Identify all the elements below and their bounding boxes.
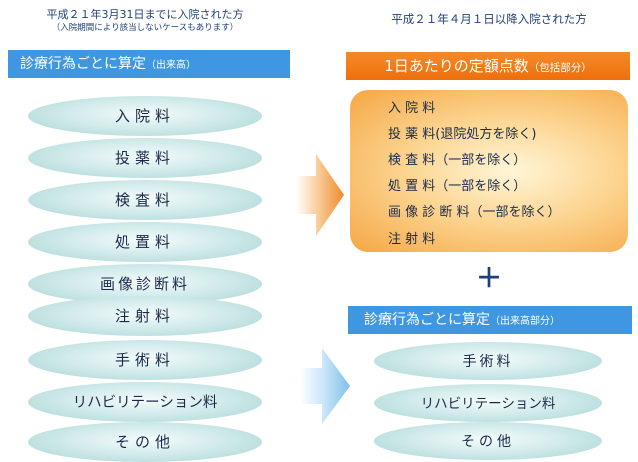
left-item-1-label: 入院料 <box>114 107 175 125</box>
left-caption: 平成２１年3月31日までに入院された方 <box>46 8 244 21</box>
left-item-2: 投薬料 <box>28 138 262 178</box>
left-item-4: 処置料 <box>28 222 262 262</box>
left-header-main: 診療行為ごとに算定 <box>20 56 146 72</box>
left-item-8-label: リハビリテーション料 <box>72 395 218 411</box>
fixed-header-main: 1日あたりの定額点数 <box>384 57 529 75</box>
perf-item-2: リハビリテーション料 <box>374 384 602 422</box>
left-item-5-label: 画像診断料 <box>99 275 190 293</box>
fixed-item-4: 処 置 料（一部を除く） <box>388 179 527 194</box>
left-item-3: 検査料 <box>28 180 262 220</box>
left-header-bar: 診療行為ごとに算定（出来高） <box>8 50 290 78</box>
left-item-2-label: 投薬料 <box>114 149 175 167</box>
orange-arrow-icon <box>296 154 344 236</box>
right-caption: 平成２１年４月１日以降入院された方 <box>391 12 587 26</box>
left-item-9-label: その他 <box>114 433 175 451</box>
perf-item-3: その他 <box>374 422 602 460</box>
perf-item-3-label: その他 <box>461 434 515 450</box>
perf-item-2-label: リハビリテーション料 <box>420 396 556 412</box>
left-item-6-label: 注射料 <box>114 307 175 325</box>
perf-header-main: 診療行為ごとに算定 <box>364 312 490 328</box>
left-item-4-label: 処置料 <box>114 233 175 251</box>
left-item-6: 注射料 <box>28 296 262 336</box>
perf-item-1-label: 手術料 <box>462 354 514 370</box>
fixed-item-2: 投 薬 料(退院処方を除く) <box>388 127 537 142</box>
fixed-header-bar: 1日あたりの定額点数（包括部分） <box>346 52 630 80</box>
left-header-small: （出来高） <box>146 60 196 71</box>
perf-header-bar: 診療行為ごとに算定（出来高部分） <box>348 306 632 334</box>
left-item-9: その他 <box>28 422 262 462</box>
left-item-8: リハビリテーション料 <box>28 382 262 422</box>
fixed-header-small: （包括部分） <box>528 62 592 74</box>
left-item-3-label: 検査料 <box>114 191 175 209</box>
left-item-7-label: 手術料 <box>114 351 175 369</box>
plus-sign: ＋ <box>475 264 502 294</box>
fixed-item-6: 注 射 料 <box>388 232 436 247</box>
left-caption-note: （入院期間により該当しないケースもあります） <box>51 23 239 33</box>
fixed-items-box: 入 院 料 投 薬 料(退院処方を除く) 検 査 料（一部を除く） 処 置 料（… <box>350 90 628 252</box>
left-item-7: 手術料 <box>28 340 262 380</box>
left-item-1: 入院料 <box>28 96 262 136</box>
blue-arrow-icon <box>300 348 350 424</box>
perf-header-small: （出来高部分） <box>490 316 560 327</box>
fixed-item-3: 検 査 料（一部を除く） <box>388 153 527 168</box>
fixed-item-5: 画 像 診 断 料（一部を除く） <box>388 205 561 220</box>
perf-item-1: 手術料 <box>374 342 602 380</box>
fixed-item-1: 入 院 料 <box>388 101 436 116</box>
